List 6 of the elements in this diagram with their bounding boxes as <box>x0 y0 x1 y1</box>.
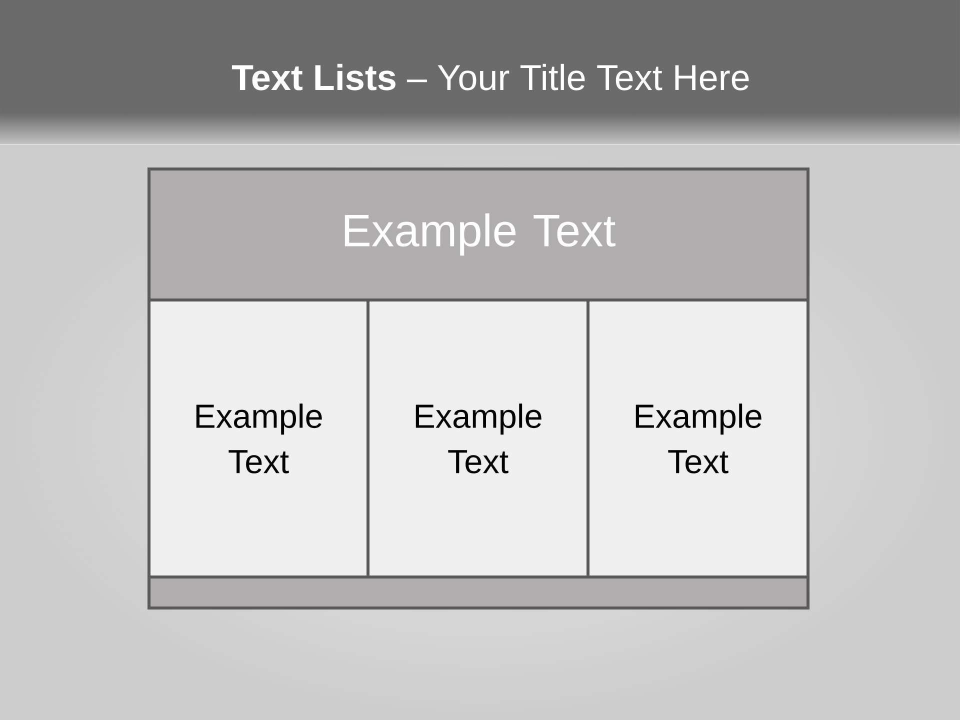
cell-box: Example Text <box>586 298 810 578</box>
header-box: Example Text <box>148 168 810 302</box>
footer-bar <box>148 576 810 610</box>
cell-box: Example Text <box>366 298 590 578</box>
cell-box: Example Text <box>148 298 370 578</box>
title: Text Lists – Your Title Text Here <box>232 64 749 90</box>
